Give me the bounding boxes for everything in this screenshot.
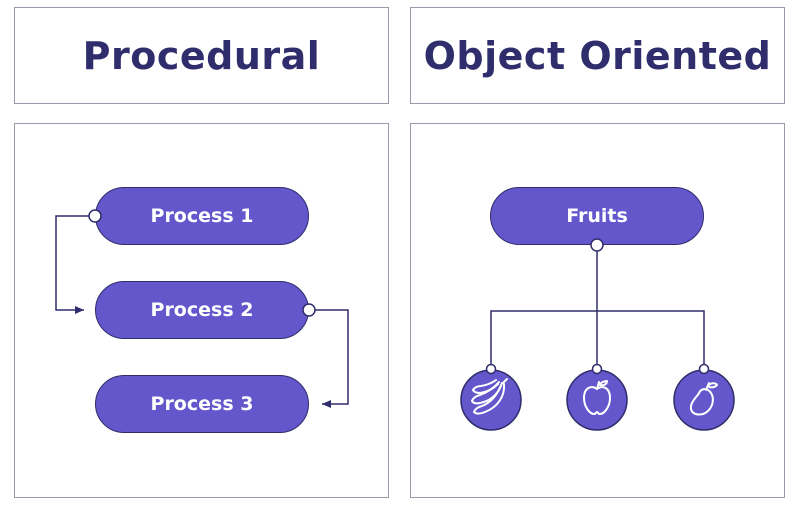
fruits-node: Fruits [490,187,704,245]
apple-icon [583,380,611,415]
procedural-title-box: Procedural [14,7,389,104]
process-3-node: Process 3 [95,375,309,433]
connector-process1-to-process2 [55,215,95,314]
banana-node [460,369,522,431]
process-2-connector-dot [302,303,316,317]
mango-node [673,369,735,431]
connector-process2-to-process3 [309,309,349,408]
banana-connector-dot [485,363,497,375]
apple-node [566,369,628,431]
mango-icon [689,382,718,416]
process-2-node: Process 2 [95,281,309,339]
mango-connector-dot [698,363,710,375]
connector-fruits-branch [490,310,705,369]
apple-connector-dot [591,363,603,375]
object-oriented-title: Object Oriented [423,33,772,78]
process-1-connector-dot [88,209,102,223]
procedural-title: Procedural [82,33,321,78]
process-1-node: Process 1 [95,187,309,245]
banana-icon [471,378,508,415]
fruits-connector-dot [590,238,604,252]
object-oriented-title-box: Object Oriented [410,7,785,104]
